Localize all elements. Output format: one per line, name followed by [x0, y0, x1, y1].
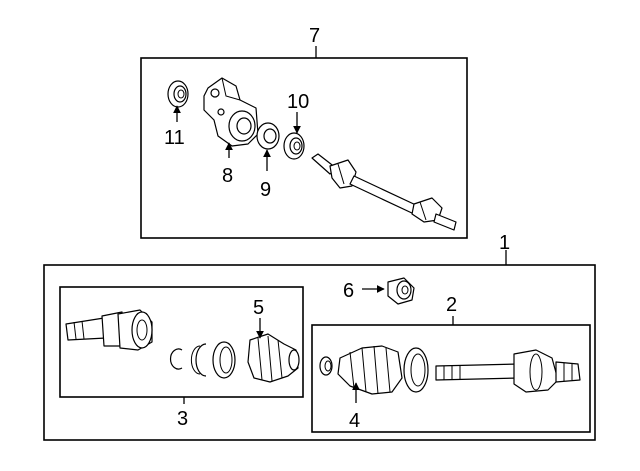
group-1-frame [43, 264, 596, 441]
callout-7[interactable]: 7 [309, 25, 320, 47]
callout-3[interactable]: 3 [177, 408, 188, 430]
callout-9[interactable]: 9 [260, 179, 271, 201]
outboard-clamp [403, 347, 429, 393]
boot-4 [337, 345, 403, 395]
callout-11[interactable]: 11 [164, 127, 185, 149]
axle-shaft-outboard-joint [435, 349, 581, 393]
boot-clamp-large [212, 341, 236, 379]
callout-4[interactable]: 4 [349, 410, 360, 432]
seal-11 [167, 80, 189, 108]
bushing-6 [387, 277, 415, 305]
callout-1[interactable]: 1 [499, 232, 510, 254]
small-clamp [319, 356, 333, 376]
boot-clamp-small [190, 343, 207, 377]
callout-2[interactable]: 2 [446, 294, 457, 316]
bearing-9 [256, 122, 280, 150]
intermediate-shaft [311, 153, 457, 231]
group-7-frame [140, 57, 468, 239]
callout-5[interactable]: 5 [253, 297, 264, 319]
callout-8[interactable]: 8 [222, 165, 233, 187]
group-2-frame [311, 324, 591, 433]
seal-10 [283, 132, 305, 160]
boot-5 [247, 333, 300, 383]
inboard-joint-housing [65, 309, 153, 351]
callout-6[interactable]: 6 [343, 280, 354, 302]
callout-10[interactable]: 10 [287, 91, 309, 113]
group-3-frame [59, 286, 304, 398]
bearing-bracket-8 [203, 77, 259, 147]
snap-ring [169, 348, 183, 370]
